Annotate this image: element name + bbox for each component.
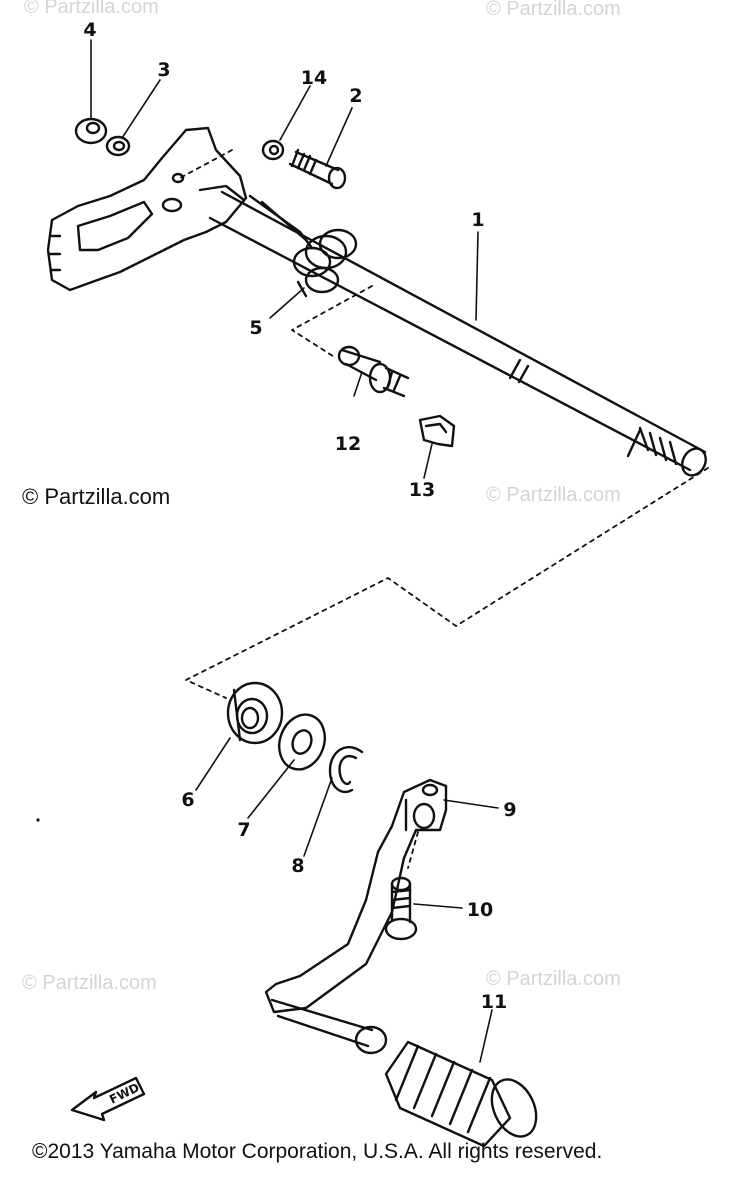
return-spring xyxy=(248,194,358,298)
shift-lever-arm xyxy=(46,126,248,292)
pivot-bolt xyxy=(337,345,410,398)
washer-14 xyxy=(261,139,285,161)
pedal-rubber xyxy=(384,1040,538,1148)
oil-seal xyxy=(226,681,284,745)
speck xyxy=(36,818,40,822)
shift-shaft xyxy=(208,190,707,477)
watermark-top-right: © Partzilla.com xyxy=(486,0,621,20)
callout-4: 4 xyxy=(83,19,96,41)
collar xyxy=(418,414,456,448)
partzilla-credit: © Partzilla.com xyxy=(22,484,171,509)
callout-12: 12 xyxy=(335,433,361,455)
watermark-top-left: © Partzilla.com xyxy=(24,0,159,18)
callout-8: 8 xyxy=(291,855,304,877)
callout-11: 11 xyxy=(481,991,507,1013)
leader-lines xyxy=(90,39,499,1063)
washer-3 xyxy=(105,135,131,157)
callout-13: 13 xyxy=(409,479,435,501)
callout-6: 6 xyxy=(181,789,194,811)
nut xyxy=(74,117,108,145)
pinch-bolt xyxy=(384,876,418,941)
callout-2: 2 xyxy=(349,85,362,107)
copyright-notice: ©2013 Yamaha Motor Corporation, U.S.A. A… xyxy=(32,1140,603,1163)
watermark-low-right: © Partzilla.com xyxy=(486,968,621,990)
forward-arrow-icon xyxy=(70,1076,146,1122)
circlip xyxy=(328,746,364,794)
watermark-low-left: © Partzilla.com xyxy=(22,972,157,994)
callout-10: 10 xyxy=(467,899,493,921)
shift-pedal xyxy=(264,778,448,1014)
callout-9: 9 xyxy=(503,799,516,821)
assembly-guide-lines xyxy=(179,149,709,869)
callout-3: 3 xyxy=(157,59,170,81)
stopper-bolt xyxy=(288,148,347,190)
watermark-mid-right: © Partzilla.com xyxy=(486,484,621,506)
callout-5: 5 xyxy=(249,317,262,339)
callout-1: 1 xyxy=(471,209,484,231)
callout-14: 14 xyxy=(301,67,327,89)
plain-washer xyxy=(278,713,326,771)
callout-7: 7 xyxy=(237,819,250,841)
pedal-peg xyxy=(270,998,388,1055)
